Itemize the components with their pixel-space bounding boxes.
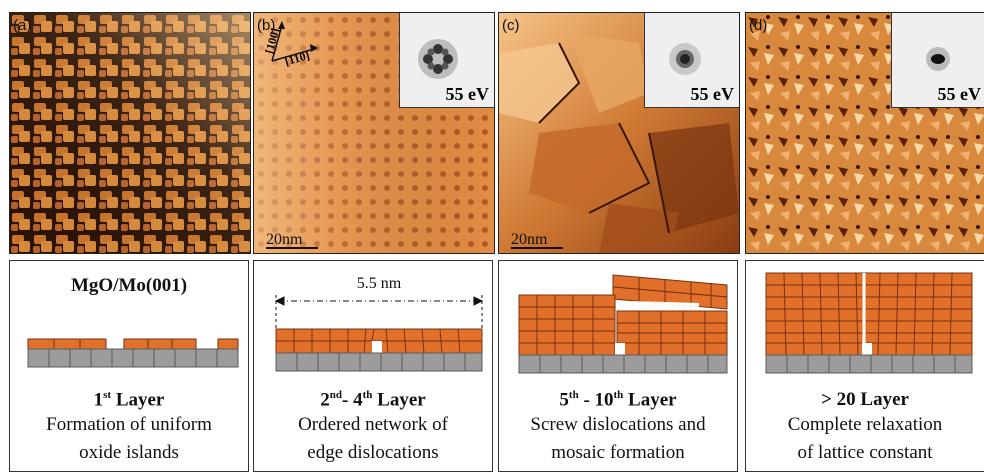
dislocation-gap — [615, 343, 625, 355]
panel-label: (b) — [257, 17, 276, 34]
stm-image-a: (a) — [9, 12, 251, 254]
leed-inset: 55 eV — [399, 13, 494, 108]
layer-schematic-4 — [765, 272, 973, 374]
scale-label: 20nm — [511, 231, 548, 248]
leed-energy: 55 eV — [445, 84, 490, 104]
leed-pattern-c — [669, 43, 701, 75]
system-title: MgO/Mo(001) — [70, 275, 188, 296]
layer-heading: 5th - 10th Layer — [559, 389, 677, 411]
layer-heading: > 20 Layer — [821, 389, 909, 410]
substrate — [765, 354, 973, 374]
diagram-box-1: MgO/Mo(001) 1st Layer Formation of unifo… — [9, 260, 249, 472]
layer-heading: 1st Layer — [93, 389, 165, 411]
description-line-2: mosaic formation — [551, 442, 685, 463]
description-line-2: edge dislocations — [307, 442, 439, 463]
description-line-1: Screw dislocations and — [530, 414, 706, 435]
oxide-layers — [765, 272, 973, 356]
scale-bar: 20nm — [511, 231, 563, 249]
description-line-1: Complete relaxation — [787, 414, 943, 435]
dislocation-gap — [372, 341, 382, 353]
scale-label: 20nm — [266, 231, 303, 248]
oxide-layers — [518, 294, 728, 356]
panel-label: (c) — [502, 17, 520, 34]
diagram-box-4: > 20 Layer Complete relaxation of lattic… — [745, 260, 984, 472]
scale-bar: 20nm — [266, 231, 318, 249]
layer-schematic-2 — [274, 295, 484, 372]
leed-inset: 55 eV — [644, 13, 739, 108]
panel-label: (a) — [13, 17, 32, 34]
layer-schematic-1 — [27, 338, 239, 368]
description-line-2: of lattice constant — [797, 442, 933, 463]
substrate — [518, 354, 728, 374]
description-line-1: Ordered network of — [298, 414, 448, 435]
dimension-label: 5.5 nm — [356, 275, 402, 292]
description-line-1: Formation of uniform — [46, 414, 212, 435]
direction-arrows: [100] [110] — [262, 21, 318, 68]
panel-label: (d) — [749, 17, 768, 34]
stm-image-c: (c) 55 eV 20nm — [498, 12, 740, 254]
layer-schematic-3 — [518, 274, 728, 374]
leed-energy: 55 eV — [937, 84, 982, 104]
leed-inset: 55 eV — [891, 13, 984, 108]
dir-label-100: [100] — [262, 26, 282, 55]
substrate — [27, 348, 239, 368]
description-line-2: oxide islands — [79, 442, 179, 463]
diagram-box-3: 5th - 10th Layer Screw dislocations and … — [498, 260, 738, 472]
stm-image-d: (d) 55 eV — [745, 12, 984, 254]
substrate — [275, 352, 483, 372]
stm-image-b: (b) 55 eV 20nm [100] [110] — [253, 12, 495, 254]
dislocation-gap — [862, 343, 872, 355]
leed-pattern-b — [418, 39, 458, 79]
stm-texture-a — [10, 13, 250, 253]
oxide-islands — [27, 338, 239, 350]
leed-energy: 55 eV — [690, 84, 735, 104]
leed-pattern-d — [926, 47, 950, 71]
diagram-box-2: 5.5 nm 2nd- 4th Layer Ordered network of… — [253, 260, 493, 472]
grain-gap — [629, 301, 699, 307]
dir-label-110: [110] — [283, 48, 311, 68]
layer-heading: 2nd- 4th Layer — [320, 389, 426, 411]
dimension-line — [274, 295, 484, 331]
